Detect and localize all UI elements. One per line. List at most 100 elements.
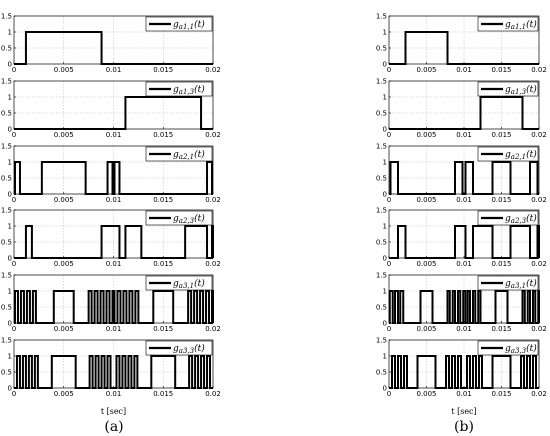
y-tick-label: 0.5 — [376, 45, 387, 53]
x-tick-label: 0.015 — [491, 196, 511, 204]
y-tick-label: 1 — [383, 353, 387, 361]
y-tick-label: 1 — [8, 288, 12, 296]
y-tick-label: 1 — [8, 29, 12, 37]
x-tick-label: 0.02 — [205, 131, 221, 139]
y-tick-label: 1.5 — [1, 78, 12, 86]
x-tick-label: 0.005 — [416, 325, 436, 333]
x-tick-label: 0.015 — [153, 131, 173, 139]
signal-line — [14, 355, 213, 389]
x-tick-label: 0.01 — [456, 390, 472, 398]
x-tick-label: 0 — [12, 131, 16, 139]
x-tick-label: 0.005 — [416, 260, 436, 268]
x-tick-label: 0.01 — [456, 131, 472, 139]
y-tick-label: 0 — [383, 385, 387, 393]
y-tick-label: 1 — [383, 94, 387, 102]
y-tick-label: 1.5 — [1, 143, 12, 151]
signal-line — [388, 290, 540, 324]
legend-box — [145, 81, 213, 97]
legend-label: ga1,1(t) — [505, 19, 537, 31]
y-tick-label: 0.5 — [1, 369, 12, 377]
x-tick-label: 0.01 — [106, 325, 122, 333]
y-tick-label: 0 — [8, 61, 12, 69]
x-tick-label: 0.005 — [416, 66, 436, 74]
y-tick-label: 0 — [383, 61, 387, 69]
x-tick-label: 0.02 — [531, 66, 547, 74]
x-tick-label: 0.015 — [153, 390, 173, 398]
y-tick-label: 1.5 — [376, 143, 387, 151]
y-tick-label: 1.5 — [1, 272, 12, 280]
y-tick-label: 1.5 — [376, 337, 387, 345]
y-tick-label: 1 — [8, 353, 12, 361]
y-tick-label: 1.5 — [376, 78, 387, 86]
signal-line — [14, 96, 213, 130]
legend-label: ga2,3(t) — [173, 213, 205, 225]
y-tick-label: 0 — [8, 385, 12, 393]
y-tick-label: 1.5 — [1, 337, 12, 345]
legend-box — [477, 275, 539, 291]
x-tick-label: 0.005 — [54, 390, 74, 398]
x-axis-title-a: t [sec] — [101, 407, 126, 416]
y-tick-label: 1.5 — [376, 13, 387, 21]
caption-a: (a) — [104, 419, 123, 435]
y-tick-label: 0.5 — [1, 304, 12, 312]
x-tick-label: 0.01 — [456, 325, 472, 333]
x-tick-label: 0 — [12, 390, 16, 398]
x-tick-label: 0.02 — [531, 196, 547, 204]
x-tick-label: 0.015 — [153, 66, 173, 74]
signal-line — [14, 225, 214, 259]
legend-box — [477, 16, 539, 32]
x-tick-label: 0 — [387, 390, 391, 398]
x-tick-label: 0 — [387, 131, 391, 139]
signal-line — [13, 290, 214, 324]
legend-label: ga1,3(t) — [505, 84, 537, 96]
x-tick-label: 0 — [12, 66, 16, 74]
y-tick-label: 0 — [8, 191, 12, 199]
x-tick-label: 0.01 — [106, 260, 122, 268]
x-tick-label: 0.02 — [531, 390, 547, 398]
x-tick-label: 0.015 — [491, 325, 511, 333]
x-tick-label: 0 — [12, 325, 16, 333]
y-tick-label: 0.5 — [1, 110, 12, 118]
legend-label: ga3,1(t) — [505, 278, 537, 290]
x-tick-label: 0 — [12, 260, 16, 268]
x-tick-label: 0.01 — [456, 196, 472, 204]
legend-box — [145, 146, 213, 162]
signal-line — [13, 161, 213, 195]
signal-line — [14, 31, 213, 65]
x-tick-label: 0 — [387, 260, 391, 268]
y-tick-label: 0 — [383, 320, 387, 328]
y-tick-label: 0 — [8, 320, 12, 328]
x-tick-label: 0.005 — [416, 390, 436, 398]
x-tick-label: 0.015 — [491, 260, 511, 268]
x-tick-label: 0.02 — [531, 325, 547, 333]
x-tick-label: 0.005 — [54, 325, 74, 333]
y-tick-label: 0.5 — [376, 110, 387, 118]
legend-box — [477, 340, 539, 356]
y-tick-label: 1 — [8, 159, 12, 167]
legend-box — [145, 340, 213, 356]
y-tick-label: 0.5 — [376, 304, 387, 312]
x-tick-label: 0.01 — [106, 390, 122, 398]
signal-line — [389, 225, 540, 259]
y-tick-label: 1 — [383, 29, 387, 37]
x-tick-label: 0.015 — [491, 131, 511, 139]
signal-line — [389, 161, 539, 195]
y-tick-label: 1 — [8, 223, 12, 231]
x-tick-label: 0.02 — [531, 260, 547, 268]
y-tick-label: 0.5 — [1, 239, 12, 247]
legend-box — [477, 210, 539, 226]
y-tick-label: 0 — [383, 191, 387, 199]
x-tick-label: 0.01 — [106, 131, 122, 139]
legend-label: ga2,1(t) — [505, 149, 537, 161]
y-tick-label: 1.5 — [376, 207, 387, 215]
legend-label: ga3,1(t) — [173, 278, 205, 290]
